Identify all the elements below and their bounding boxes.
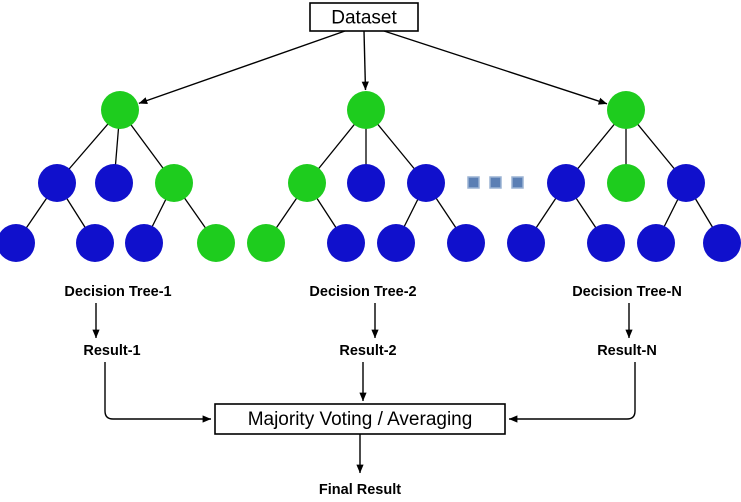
tree-node-blue — [703, 224, 741, 262]
tree-node-green — [607, 164, 645, 202]
dataset-to-root-arrow — [383, 30, 608, 105]
result-label-1: Result-1 — [83, 343, 140, 359]
tree-node-green — [288, 164, 326, 202]
dataset-box[interactable]: Dataset — [309, 2, 419, 32]
dataset-to-root-arrow — [361, 30, 369, 91]
tree-node-blue — [407, 164, 445, 202]
tree-node-blue — [377, 224, 415, 262]
tree-node-blue — [76, 224, 114, 262]
ellipsis-square — [511, 176, 524, 189]
result-n-to-voting-connector — [508, 362, 636, 423]
dataset-box-rect[interactable] — [309, 2, 419, 32]
tree-node-blue — [38, 164, 76, 202]
tree-node-layer — [0, 91, 741, 262]
tree-label-2: Decision Tree-2 — [309, 284, 416, 300]
tree-node-blue — [95, 164, 133, 202]
ellipsis-square — [467, 176, 480, 189]
majority-voting-rect[interactable] — [214, 403, 506, 435]
tree-node-blue — [637, 224, 675, 262]
result-label-2: Result-2 — [339, 343, 396, 359]
result-1-to-voting-connector — [104, 362, 212, 423]
tree-node-green — [197, 224, 235, 262]
dataset-to-root-arrow — [138, 30, 346, 105]
majority-voting-box[interactable]: Majority Voting / Averaging — [214, 403, 506, 435]
ellipsis-square — [489, 176, 502, 189]
tree-node-green — [247, 224, 285, 262]
tree-node-blue — [0, 224, 35, 262]
tree-node-green — [347, 91, 385, 129]
majority-voting-label: Majority Voting / Averaging — [248, 409, 473, 430]
tree-node-blue — [125, 224, 163, 262]
tree-node-blue — [327, 224, 365, 262]
tree-node-green — [607, 91, 645, 129]
dataset-fanout-arrows — [138, 30, 608, 105]
horizontal-ellipsis-icon — [467, 176, 524, 189]
tree-node-blue — [447, 224, 485, 262]
tree-node-blue — [347, 164, 385, 202]
tree-node-green — [101, 91, 139, 129]
tree-node-green — [155, 164, 193, 202]
tree-node-blue — [587, 224, 625, 262]
result-label-n: Result-N — [597, 343, 657, 359]
tree-node-blue — [507, 224, 545, 262]
final-result-label: Final Result — [319, 482, 401, 498]
aggregation-flow-layer — [92, 303, 636, 474]
tree-label-n: Decision Tree-N — [572, 284, 682, 300]
dataset-label: Dataset — [331, 8, 397, 29]
tree-node-blue — [667, 164, 705, 202]
tree-label-1: Decision Tree-1 — [64, 284, 171, 300]
tree-node-blue — [547, 164, 585, 202]
